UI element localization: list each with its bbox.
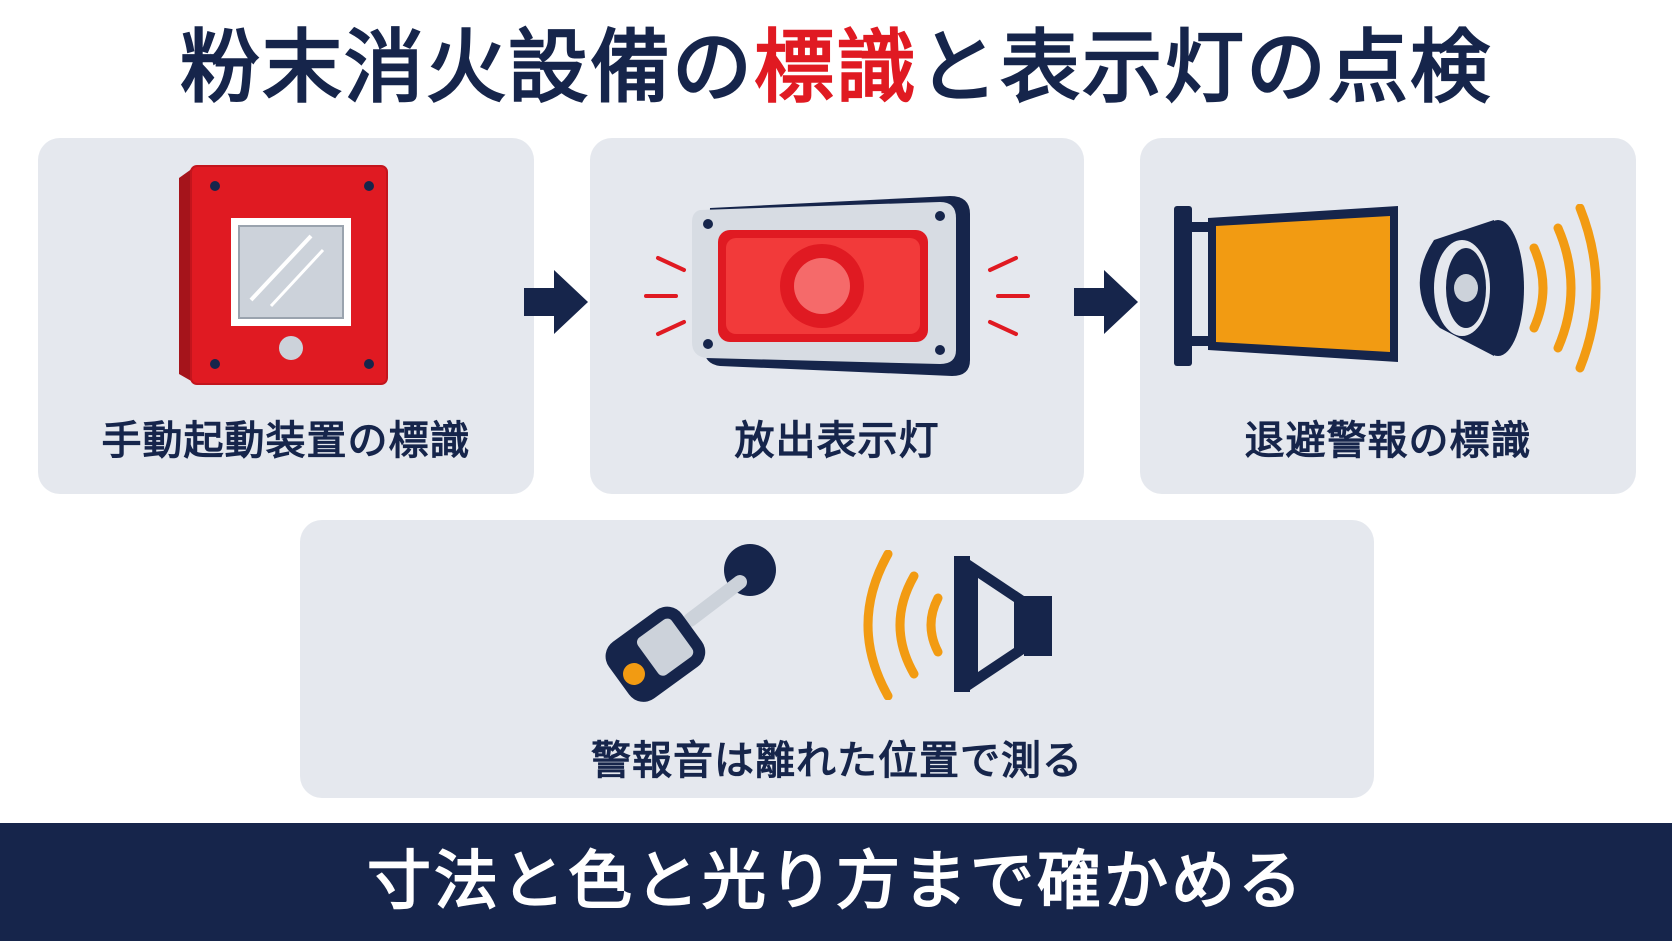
speaker-icon bbox=[863, 550, 1052, 700]
page-title: 粉末消火設備の標識と表示灯の点検 bbox=[0, 18, 1672, 118]
discharge-indicator-light-icon bbox=[644, 196, 1030, 376]
sound-level-meter-icon bbox=[605, 544, 776, 702]
speaker-icon bbox=[1419, 204, 1601, 373]
card-manual-device: 手動起動装置の標識 bbox=[38, 138, 534, 494]
card-label-discharge-light: 放出表示灯 bbox=[734, 418, 940, 464]
footer-banner: 寸法と色と光り方まで確かめる bbox=[0, 823, 1672, 941]
card-label-evacuation-alarm: 退避警報の標識 bbox=[1244, 418, 1532, 464]
card-sound-measure: 警報音は離れた位置で測る bbox=[300, 520, 1374, 798]
card-label-manual-device: 手動起動装置の標識 bbox=[101, 418, 471, 464]
card-evacuation-alarm: 退避警報の標識 bbox=[1140, 138, 1636, 494]
card-discharge-light: 放出表示灯 bbox=[590, 138, 1084, 494]
title-highlight: 標識 bbox=[754, 21, 918, 114]
title-part2: と表示灯の点検 bbox=[918, 21, 1492, 114]
card-label-sound-measure: 警報音は離れた位置で測る bbox=[591, 738, 1083, 784]
title-part1: 粉末消火設備の bbox=[180, 21, 754, 114]
footer-text: 寸法と色と光り方まで確かめる bbox=[367, 845, 1305, 919]
warning-sign-panel-icon bbox=[1174, 206, 1398, 366]
arrow-right-icon bbox=[524, 270, 588, 334]
manual-start-box-icon bbox=[179, 165, 388, 385]
arrow-right-icon bbox=[1074, 270, 1138, 334]
